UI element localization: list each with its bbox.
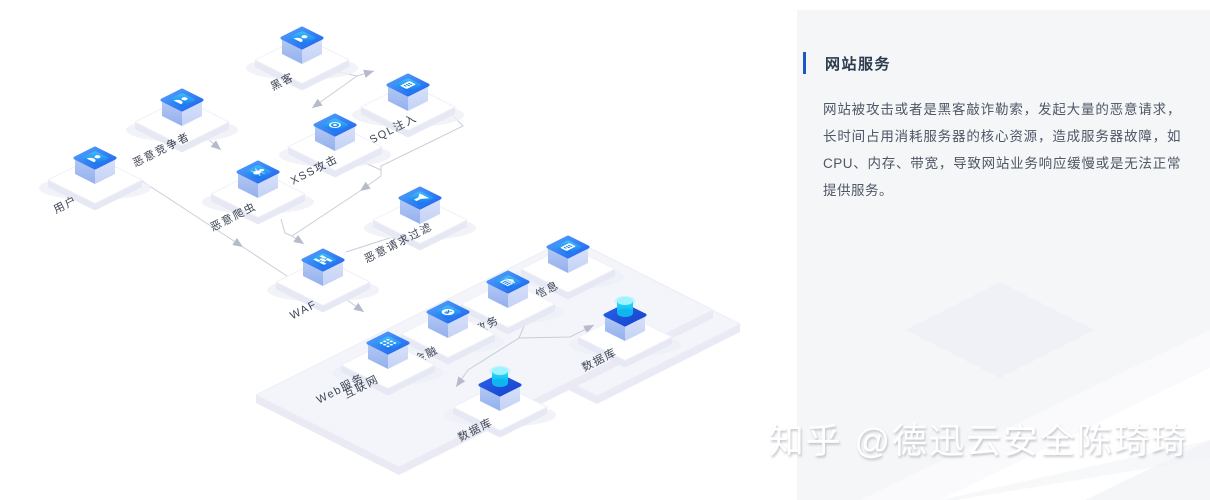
funnel-icon — [406, 191, 434, 205]
wall-icon — [309, 253, 337, 267]
edge-hacker-to-xss — [311, 75, 358, 109]
panel-title: 网站服务 — [825, 55, 892, 73]
accent-bar — [803, 52, 806, 74]
person-icon — [168, 93, 196, 107]
person-icon — [288, 31, 316, 45]
node-database-bottom: 数据库 — [444, 365, 556, 444]
arrowhead — [353, 302, 364, 312]
arrowhead — [312, 98, 323, 108]
edge-user-to-waf — [141, 180, 244, 248]
architecture-diagram: 黑客SQL注入恶意竞争者XSS攻击用户恶意爬虫恶意请求过滤信息WAF政务金融数据… — [39, 26, 742, 475]
arrowhead — [293, 234, 304, 244]
node-competitor: 恶意竞争者 — [126, 88, 238, 170]
coin-icon — [434, 305, 462, 319]
node-hacker: 黑客 — [246, 26, 358, 93]
node-user: 用户 — [39, 146, 151, 216]
node-database-right: 数据库 — [569, 295, 681, 374]
grid-icon — [374, 336, 402, 350]
node-request-filter: 恶意请求过滤 — [362, 186, 476, 266]
database-icon — [489, 365, 511, 387]
arrowhead — [363, 69, 374, 78]
node-government: 政务 — [452, 270, 564, 336]
arrowhead — [583, 325, 594, 334]
person-icon — [81, 151, 109, 165]
bug-icon — [244, 165, 272, 179]
panel-decor-blocks — [860, 282, 1210, 500]
node-sql-injection: SQL注入 — [352, 73, 464, 146]
target-icon — [321, 118, 349, 132]
building-icon — [494, 275, 522, 289]
panel-header: 网站服务 — [803, 52, 891, 74]
document-icon — [394, 78, 422, 92]
database-icon — [614, 295, 636, 317]
arrowhead — [210, 140, 221, 150]
arrowhead — [360, 181, 371, 191]
watermark: 知乎 @德迅云安全陈琦琦 — [768, 422, 1188, 461]
node-xss-attack: XSS攻击 — [279, 113, 391, 187]
arrowhead — [232, 238, 243, 247]
edge-into-waf — [291, 234, 305, 245]
web-service-platform — [254, 237, 715, 475]
edge-attacks-merge — [291, 190, 361, 237]
edge-junction-to-db-right — [518, 324, 595, 339]
node-internet: 互联网 — [332, 331, 444, 401]
panel-description: 网站被攻击或者是黑客敲诈勒索，发起大量的恶意请求，长时间占用消耗服务器的核心资源… — [823, 102, 1181, 198]
document-icon — [554, 240, 582, 254]
info-panel: 网站服务 网站被攻击或者是黑客敲诈勒索，发起大量的恶意请求，长时间占用消耗服务器… — [797, 10, 1210, 500]
edge-crawler-down — [280, 218, 293, 237]
arrowhead — [456, 376, 466, 387]
